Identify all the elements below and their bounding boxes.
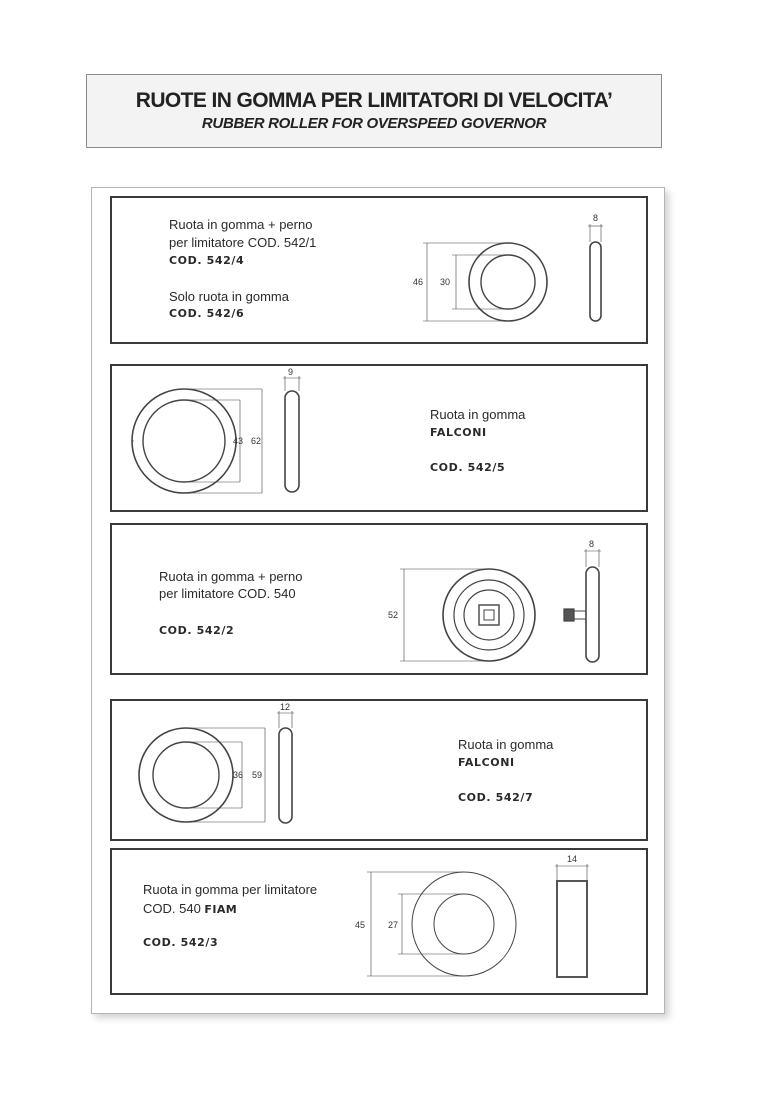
dim-outer: 59 — [252, 770, 262, 780]
product-code: COD. 542/3 — [143, 936, 219, 949]
description-line-1: Ruota in gomma — [458, 737, 554, 752]
title-box: RUOTE IN GOMMA PER LIMITATORI DI VELOCIT… — [86, 74, 662, 148]
description-line-3: Solo ruota in gomma — [169, 289, 289, 304]
dim-inner: 36 — [233, 770, 243, 780]
dim-inner: 27 — [388, 920, 398, 930]
description-line-2: per limitatore COD. 540 — [159, 586, 296, 601]
description-line-1: Ruota in gomma + perno — [169, 217, 313, 232]
product-panel-542-7: 36 59 12 Ruota in gomma FALCONI COD. 542… — [110, 699, 648, 841]
product-code-alt: COD. 542/6 — [169, 307, 245, 320]
brand-label: FALCONI — [458, 756, 515, 769]
dim-outer: 46 — [413, 277, 423, 287]
roller-drawing: 45 27 14 — [355, 854, 589, 978]
roller-drawing: 46 30 8 — [413, 213, 603, 322]
roller-drawing: 52 8 — [388, 539, 601, 663]
product-panel-542-2: Ruota in gomma + perno per limitatore CO… — [110, 523, 648, 675]
product-panel-542-3: Ruota in gomma per limitatore COD. 540 F… — [110, 848, 648, 995]
dim-outer: 45 — [355, 920, 365, 930]
dim-width: 12 — [280, 702, 290, 712]
roller-drawing: 36 59 12 — [138, 702, 294, 824]
product-panel-542-4: Ruota in gomma + perno per limitatore CO… — [110, 196, 648, 344]
description-line-1: Ruota in gomma per limitatore — [143, 882, 317, 898]
dim-outer: 62 — [251, 436, 261, 446]
page-subtitle: RUBBER ROLLER FOR OVERSPEED GOVERNOR — [201, 115, 547, 132]
product-code: COD. 542/2 — [159, 624, 235, 637]
description-line-1: Ruota in gomma — [430, 407, 526, 422]
description-line-1: Ruota in gomma + perno — [159, 569, 303, 584]
product-code: COD. 542/7 — [458, 791, 534, 804]
dim-width: 14 — [567, 854, 577, 864]
product-panel-542-5: 43 62 9 Ruota in gomma FALCONI COD. 542/… — [110, 364, 648, 512]
dim-inner: 30 — [440, 277, 450, 287]
page-title: RUOTE IN GOMMA PER LIMITATORI DI VELOCIT… — [135, 89, 613, 112]
dim-width: 9 — [288, 367, 293, 377]
brand-label: FIAM — [204, 903, 238, 916]
dim-width: 8 — [589, 539, 594, 549]
description-prefix: COD. 540 — [143, 901, 205, 916]
dim-outer: 52 — [388, 610, 398, 620]
roller-drawing: 43 62 9 — [131, 367, 301, 494]
dim-inner: 43 — [233, 436, 243, 446]
dim-width: 8 — [593, 213, 598, 223]
catalog-sheet: Ruota in gomma + perno per limitatore CO… — [91, 187, 665, 1014]
brand-label: FALCONI — [430, 426, 487, 439]
description-text: Ruota in gomma per limitatore — [143, 882, 318, 897]
product-code: COD. 542/4 — [169, 254, 245, 267]
description-line-2: per limitatore COD. 542/1 — [169, 235, 317, 250]
product-code: COD. 542/5 — [430, 461, 506, 474]
description-line-2: COD. 540 FIAM — [143, 901, 237, 918]
